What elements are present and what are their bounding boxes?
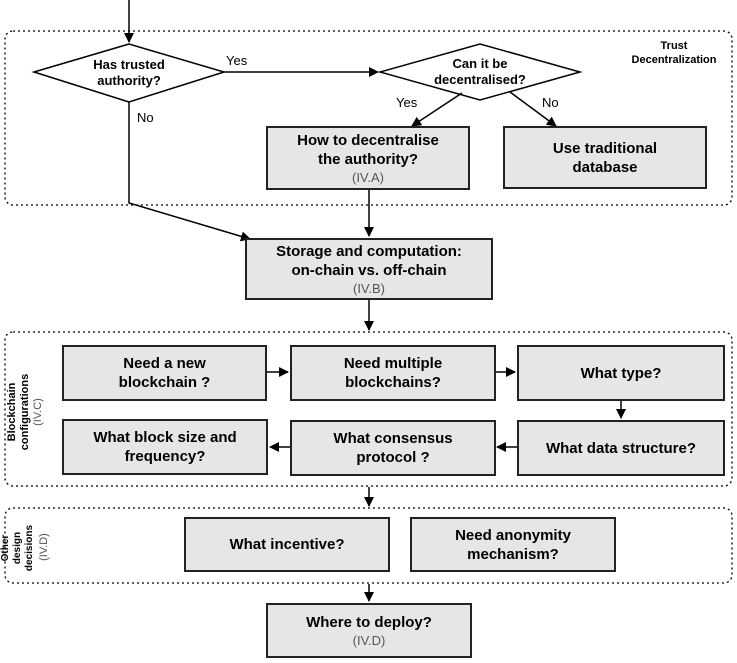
edge-label-yes-2: Yes [396,95,418,110]
box-deploy-text: Where to deploy? [306,613,432,631]
box-what-type-text: What type? [580,364,662,382]
box-traditional-db: Use traditional database [503,126,707,189]
edge-label-no-1: No [137,110,154,125]
edge-label-yes-1: Yes [226,53,248,68]
box-multiple-blockchains-text: Need multiple blockchains? [343,355,443,391]
no-arrow-to-traditional-db [509,91,557,127]
box-consensus-text: What consensus protocol ? [333,430,453,466]
box-incentive: What incentive? [184,517,390,572]
blockchain-region-title: Blockchain configurations (IV.C) [6,362,46,462]
box-data-structure-text: What data structure? [545,439,696,457]
box-decentralise-authority-text: How to decentralise the authority? [297,131,439,168]
blockchain-configurations-region [4,331,733,487]
trust-region-title: Trust Decentralization [631,40,717,66]
decision-text-decentralised: Can it be decentralised? [434,56,526,87]
box-anonymity: Need anonymity mechanism? [410,517,616,572]
edge-label-no-2: No [542,95,559,110]
box-traditional-db-text: Use traditional database [552,139,658,176]
box-storage-text: Storage and computation: on-chain vs. of… [276,242,462,279]
decision-diamond-decentralised [377,43,583,101]
other-region-title-text: Other design decisions [0,524,35,572]
blockchain-region-ref: (IV.C) [32,398,44,426]
other-region-title: Other design decisions [0,508,40,588]
box-deploy: Where to deploy? (IV.D) [266,603,472,658]
trust-decentralization-region [4,30,733,206]
box-deploy-ref: (IV.D) [352,632,386,648]
box-new-blockchain-text: Need a new blockchain ? [118,355,211,391]
box-decentralise-authority-ref: (IV.A) [351,169,385,185]
box-multiple-blockchains: Need multiple blockchains? [290,345,496,401]
other-region-ref: (IV.D) [38,533,50,561]
no-arrow-to-storage [128,102,251,242]
other-design-decisions-region [4,507,733,584]
blockchain-region-title-text: Blockchain configurations [6,373,31,451]
box-storage-ref: (IV.B) [352,280,386,296]
box-block-size-text: What block size and frequency? [93,429,237,465]
yes-arrow-to-decentralise-authority [411,92,463,127]
box-incentive-text: What incentive? [229,536,345,553]
box-what-type: What type? [517,345,725,401]
box-data-structure: What data structure? [517,420,725,476]
decision-text-trusted-authority: Has trusted authority? [93,57,165,88]
box-storage: Storage and computation: on-chain vs. of… [245,238,493,300]
box-decentralise-authority: How to decentralise the authority? (IV.A… [266,126,470,190]
box-consensus: What consensus protocol ? [290,420,496,476]
box-new-blockchain: Need a new blockchain ? [62,345,267,401]
box-anonymity-text: Need anonymity mechanism? [455,526,571,563]
box-block-size: What block size and frequency? [62,419,268,475]
